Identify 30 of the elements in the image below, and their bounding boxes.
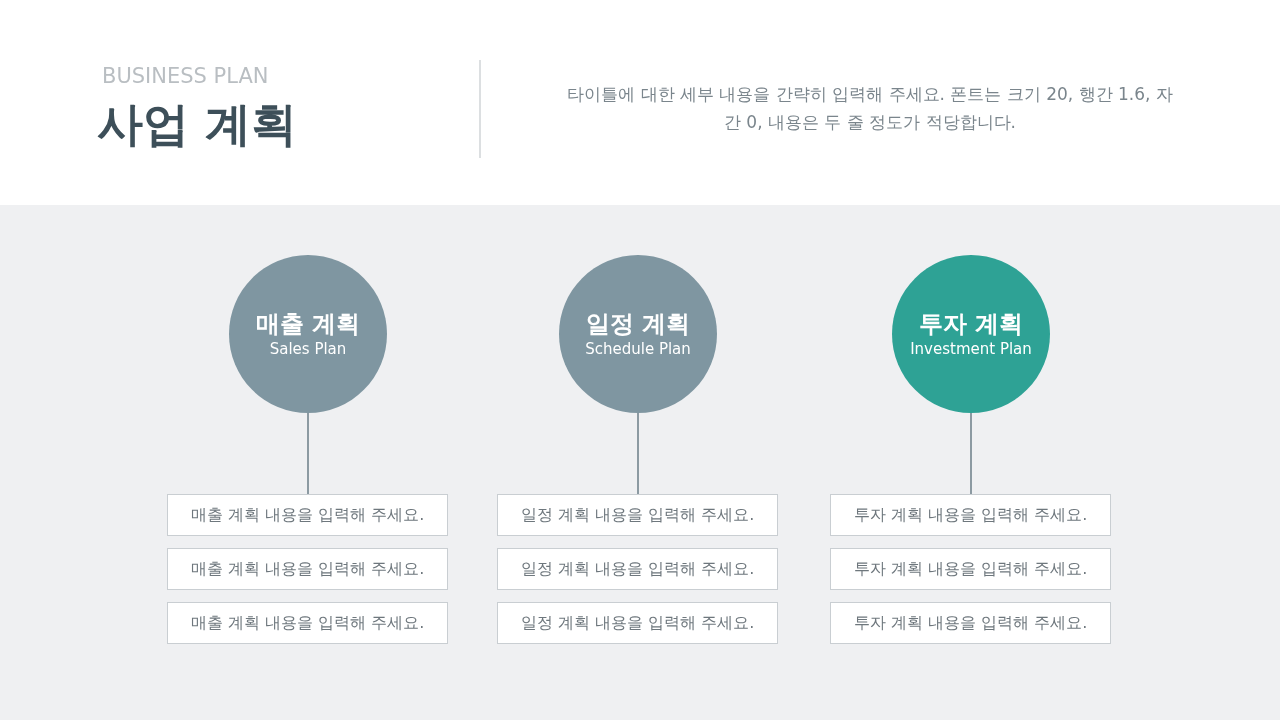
connector-line [970,412,972,495]
connector-line [307,412,309,495]
content-box [497,602,778,644]
category-subtitle: Schedule Plan [585,339,691,360]
category-title: 투자 계획 [918,308,1024,340]
content-box [830,602,1111,644]
title: 사업 계획 [97,96,297,153]
content-box [497,548,778,590]
category-title: 매출 계획 [255,308,361,340]
content-text: 투자 계획 내용을 입력해 주세요. [853,504,1088,526]
content-text: 일정 계획 내용을 입력해 주세요. [520,504,755,526]
content-box [167,494,448,536]
connector-line [637,412,639,495]
content-box [497,494,778,536]
content-text: 매출 계획 내용을 입력해 주세요. [190,558,425,580]
description: 타이틀에 대한 세부 내용을 간략히 입력해 주세요. 폰트는 크기 20, 행간 1.6, 자간 0, 내용은 두 줄 정도가 적당합니다. [566,83,1174,135]
category-subtitle: Sales Plan [269,339,347,360]
content-box [167,548,448,590]
content-box [830,494,1111,536]
content-text: 일정 계획 내용을 입력해 주세요. [520,612,755,634]
content-box [830,548,1111,590]
content-text: 일정 계획 내용을 입력해 주세요. [520,558,755,580]
content-text: 매출 계획 내용을 입력해 주세요. [190,612,425,634]
category-title: 일정 계획 [585,308,691,340]
content-text: 매출 계획 내용을 입력해 주세요. [190,504,425,526]
category-subtitle: Investment Plan [910,339,1032,360]
content-box [167,602,448,644]
subtitle: BUSINESS PLAN [102,64,269,88]
content-text: 투자 계획 내용을 입력해 주세요. [853,612,1088,634]
content-text: 투자 계획 내용을 입력해 주세요. [853,558,1088,580]
